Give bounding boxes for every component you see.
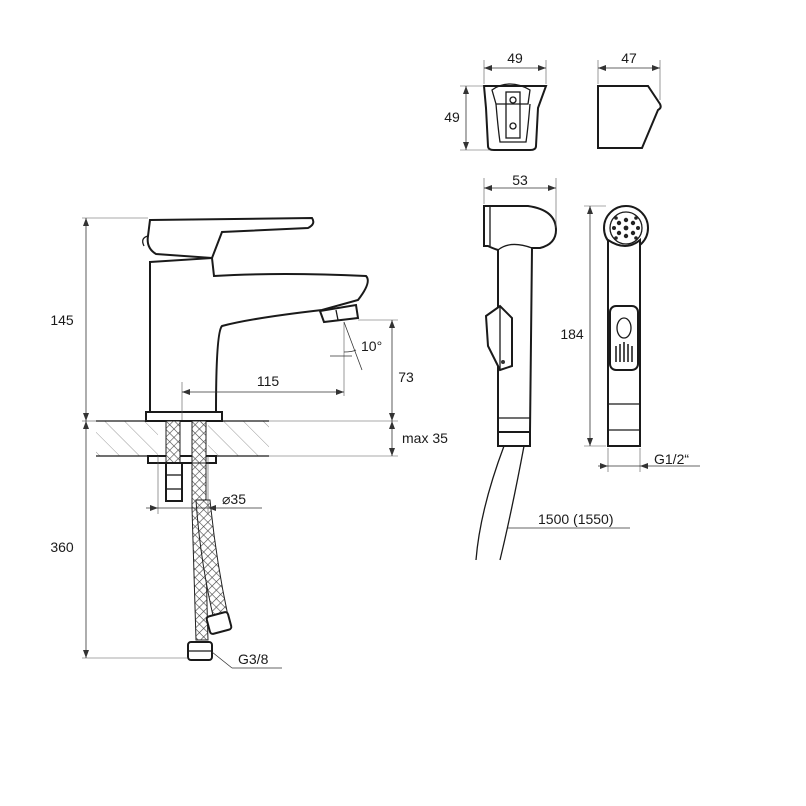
wall-holder-side xyxy=(597,85,662,149)
holder-height-label: 49 xyxy=(444,109,460,125)
hand-shower-dimension-lines xyxy=(483,178,700,529)
deck-thickness-label: max 35 xyxy=(402,430,448,446)
holder-dimension-lines xyxy=(460,60,661,151)
spout-reach-label: 115 xyxy=(257,373,280,389)
flexible-supply-hoses xyxy=(187,462,233,661)
mixer-tap-body xyxy=(142,216,369,502)
hose-connection-label: G1/2“ xyxy=(654,451,689,467)
hand-shower-side-view xyxy=(475,205,558,561)
countertop-section xyxy=(96,420,269,457)
holder-width-label: 49 xyxy=(507,50,523,66)
tap-dimension-lines xyxy=(82,217,398,669)
wall-holder-front xyxy=(482,83,548,151)
spout-angle-label: 10° xyxy=(361,338,382,354)
supply-length-label: 360 xyxy=(50,539,74,555)
supply-connection-label: G3/8 xyxy=(238,651,269,667)
handshower-head-label: 53 xyxy=(512,172,528,188)
spout-height-label: 73 xyxy=(398,369,414,385)
holder-depth-label: 47 xyxy=(621,50,637,66)
handshower-length-label: 184 xyxy=(560,326,584,342)
tap-height-label: 145 xyxy=(50,312,74,328)
hole-diameter-label: ⌀35 xyxy=(222,491,246,507)
hand-shower-front-view xyxy=(603,205,649,447)
hose-length-label: 1500 (1550) xyxy=(538,511,614,527)
